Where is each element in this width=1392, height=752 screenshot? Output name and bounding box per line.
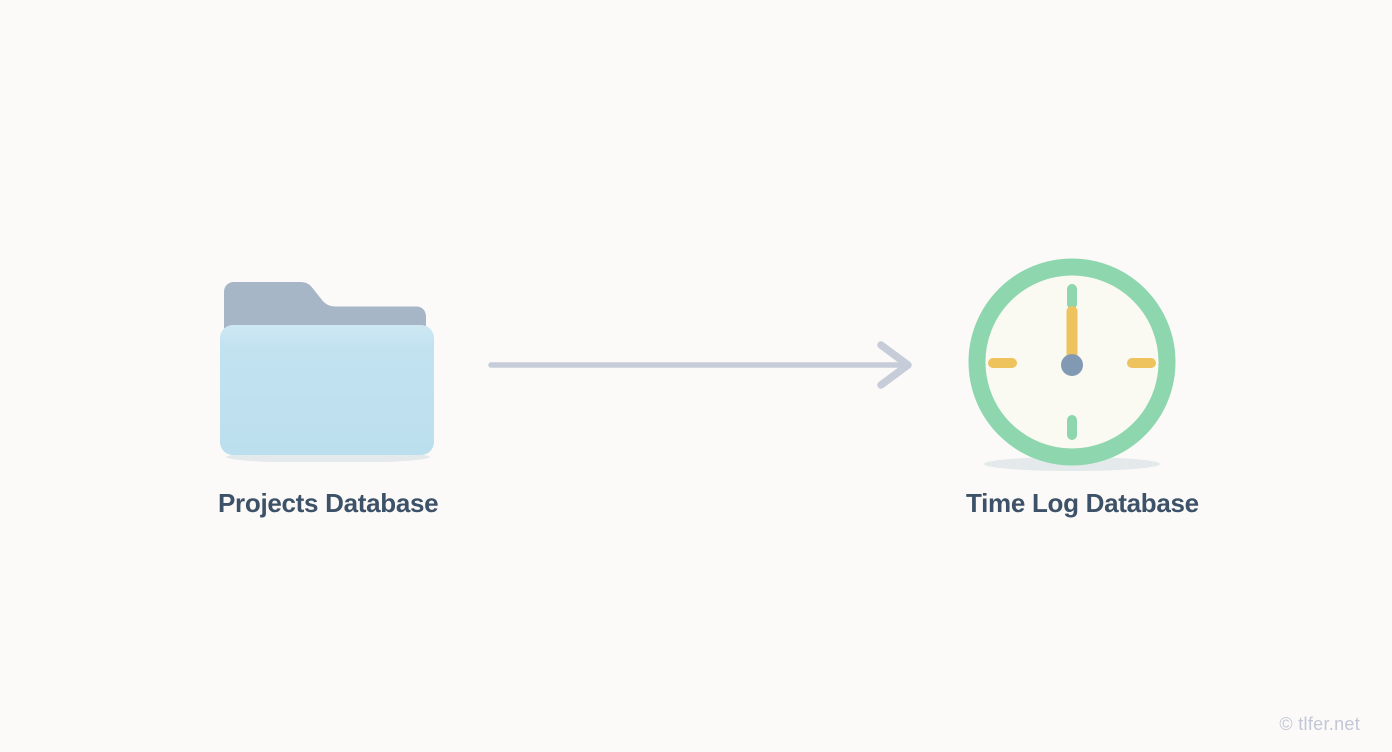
folder-icon	[218, 280, 438, 467]
node-label-time-log-database: Time Log Database	[966, 488, 1199, 518]
node-time-log-database: Time Log Database	[966, 258, 1199, 519]
clock-icon	[966, 258, 1178, 477]
node-label-projects-database: Projects Database	[218, 488, 439, 518]
arrow-connector-icon	[488, 341, 912, 389]
watermark: © tlfer.net	[1279, 714, 1360, 734]
node-projects-database: Projects Database	[218, 280, 439, 519]
